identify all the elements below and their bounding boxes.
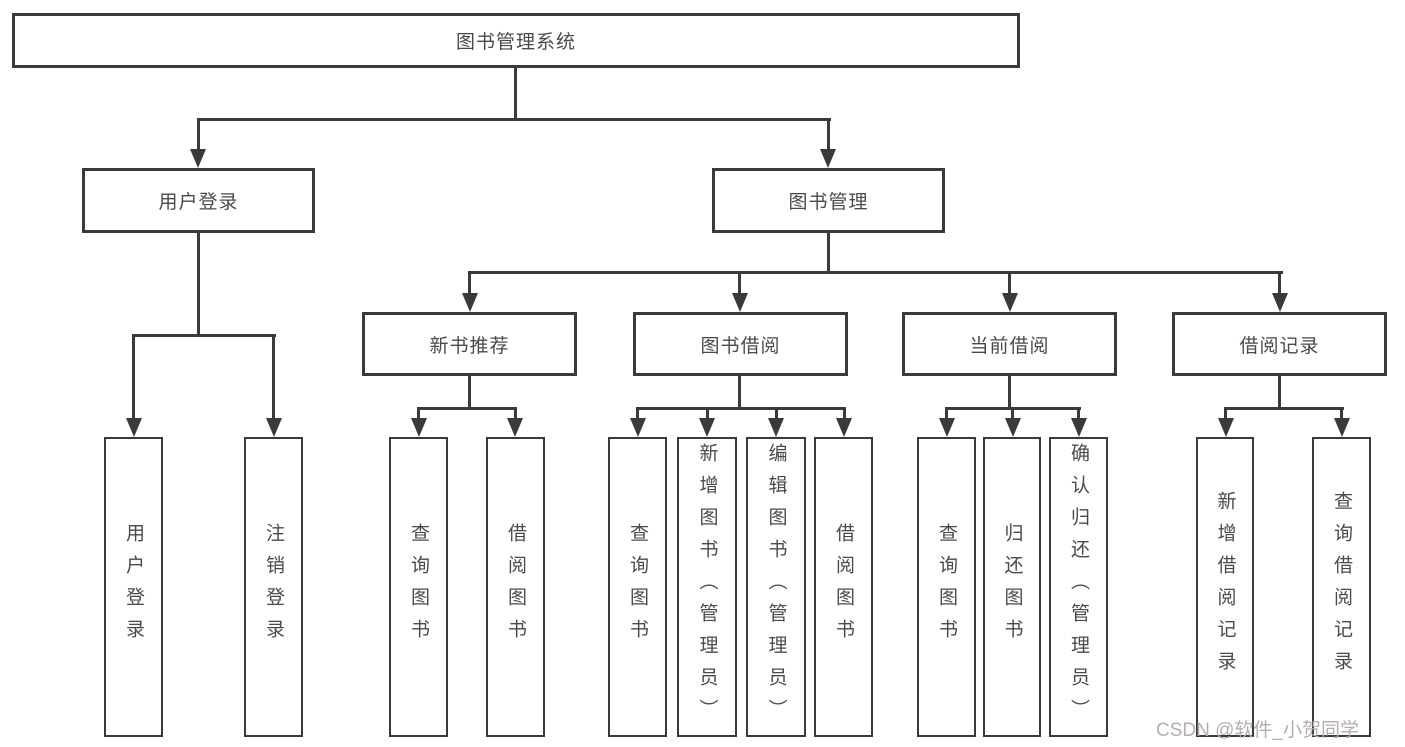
leaf-add-book-admin: 新增图书（管理员） bbox=[677, 437, 737, 737]
connector-to-leaf-confirm-return bbox=[1077, 407, 1080, 419]
arrow-down-leaf-edit-book bbox=[768, 418, 784, 437]
node-user-login-label: 用户登录 bbox=[158, 192, 239, 213]
arrow-down-book-borrow bbox=[732, 293, 748, 312]
leaf-logout: 注销登录 bbox=[244, 437, 303, 737]
connector-book-borrow-stem bbox=[738, 376, 741, 410]
connector-root-crossbar bbox=[197, 118, 831, 121]
arrow-down-leaf-borrow-books-2 bbox=[836, 418, 852, 437]
arrow-down-leaf-query-books-2 bbox=[630, 418, 646, 437]
leaf-confirm-return-admin: 确认归还（管理员） bbox=[1049, 437, 1108, 737]
node-current-borrow-label: 当前借阅 bbox=[969, 335, 1050, 357]
connector-to-leaf-borrow-books-2 bbox=[843, 407, 846, 419]
connector-to-leaf-query-books-2 bbox=[636, 407, 639, 419]
node-root: 图书管理系统 bbox=[12, 13, 1020, 68]
connector-user-login-stem bbox=[197, 233, 200, 337]
node-book-management: 图书管理 bbox=[712, 168, 945, 233]
leaf-add-borrow-record-label: 新增借阅记录 bbox=[1214, 491, 1236, 683]
leaf-add-book-admin-label: 新增图书（管理员） bbox=[696, 443, 718, 731]
connector-book-management-stem bbox=[827, 233, 830, 274]
node-new-book-recommend-label: 新书推荐 bbox=[429, 335, 510, 357]
connector-to-leaf-logout bbox=[272, 334, 275, 419]
connector-to-book-borrow bbox=[738, 271, 741, 295]
connector-borrow-records-crossbar bbox=[1224, 407, 1344, 410]
connector-to-leaf-user-login bbox=[132, 334, 135, 419]
arrow-down-book-management bbox=[820, 149, 836, 168]
connector-book-borrow-crossbar bbox=[636, 407, 846, 410]
connector-borrow-records-stem bbox=[1278, 376, 1281, 410]
leaf-confirm-return-admin-label: 确认归还（管理员） bbox=[1068, 443, 1089, 731]
leaf-borrow-books-2-label: 借阅图书 bbox=[833, 523, 854, 651]
connector-book-management-crossbar bbox=[469, 271, 1283, 274]
node-book-management-label: 图书管理 bbox=[788, 192, 869, 213]
leaf-query-books-1: 查询图书 bbox=[389, 437, 448, 737]
node-borrow-records-label: 借阅记录 bbox=[1239, 335, 1320, 357]
leaf-query-borrow-record: 查询借阅记录 bbox=[1312, 437, 1371, 737]
connector-to-leaf-query-books-1 bbox=[417, 407, 420, 419]
node-book-borrow: 图书借阅 bbox=[633, 312, 848, 376]
leaf-borrow-books-1-label: 借阅图书 bbox=[505, 523, 526, 651]
arrow-down-leaf-logout bbox=[266, 418, 282, 437]
connector-root-to-user-login bbox=[197, 118, 200, 151]
leaf-edit-book-admin: 编辑图书（管理员） bbox=[746, 437, 806, 737]
arrow-down-leaf-borrow-books-1 bbox=[507, 418, 523, 437]
leaf-borrow-books-2: 借阅图书 bbox=[814, 437, 873, 737]
leaf-query-books-2: 查询图书 bbox=[608, 437, 667, 737]
connector-to-leaf-add-borrow-record bbox=[1224, 407, 1227, 419]
node-user-login: 用户登录 bbox=[82, 168, 315, 233]
leaf-return-books: 归还图书 bbox=[983, 437, 1041, 737]
leaf-query-books-3: 查询图书 bbox=[917, 437, 976, 737]
arrow-down-borrow-records bbox=[1272, 293, 1288, 312]
arrow-down-new-book-recommend bbox=[462, 293, 478, 312]
connector-current-borrow-stem bbox=[1008, 376, 1011, 410]
leaf-borrow-books-1: 借阅图书 bbox=[486, 437, 545, 737]
arrow-down-leaf-query-borrow-record bbox=[1334, 418, 1350, 437]
connector-to-current-borrow bbox=[1008, 271, 1011, 295]
connector-to-new-book-recommend bbox=[468, 271, 471, 295]
connector-to-leaf-return-books bbox=[1011, 407, 1014, 419]
leaf-add-borrow-record: 新增借阅记录 bbox=[1196, 437, 1254, 737]
connector-new-book-crossbar bbox=[417, 407, 517, 410]
arrow-down-leaf-add-borrow-record bbox=[1218, 418, 1234, 437]
leaf-return-books-label: 归还图书 bbox=[1001, 523, 1023, 651]
arrow-down-current-borrow bbox=[1002, 293, 1018, 312]
node-book-borrow-label: 图书借阅 bbox=[700, 335, 781, 357]
arrow-down-leaf-query-books-3 bbox=[939, 418, 955, 437]
leaf-user-login: 用户登录 bbox=[104, 437, 163, 737]
connector-to-leaf-edit-book bbox=[775, 407, 778, 419]
leaf-edit-book-admin-label: 编辑图书（管理员） bbox=[765, 443, 787, 731]
connector-root-stem bbox=[514, 68, 517, 120]
arrow-down-user-login bbox=[190, 149, 206, 168]
arrow-down-leaf-user-login bbox=[126, 418, 142, 437]
leaf-user-login-label: 用户登录 bbox=[123, 523, 144, 651]
node-borrow-records: 借阅记录 bbox=[1172, 312, 1387, 376]
node-root-label: 图书管理系统 bbox=[455, 32, 576, 53]
connector-to-leaf-borrow-books-1 bbox=[514, 407, 517, 419]
arrow-down-leaf-confirm-return bbox=[1071, 418, 1087, 437]
arrow-down-leaf-query-books-1 bbox=[411, 418, 427, 437]
arrow-down-leaf-return-books bbox=[1005, 418, 1021, 437]
csdn-watermark: CSDN @软件_小贺同学 bbox=[1156, 720, 1359, 741]
connector-to-leaf-add-book bbox=[706, 407, 709, 419]
connector-new-book-stem bbox=[468, 376, 471, 410]
arrow-down-leaf-add-book bbox=[699, 418, 715, 437]
connector-to-borrow-records bbox=[1278, 271, 1281, 295]
connector-to-leaf-query-borrow-record bbox=[1340, 407, 1343, 419]
leaf-query-borrow-record-label: 查询借阅记录 bbox=[1331, 491, 1352, 683]
connector-user-login-crossbar bbox=[132, 334, 276, 337]
node-new-book-recommend: 新书推荐 bbox=[362, 312, 577, 376]
leaf-query-books-2-label: 查询图书 bbox=[627, 523, 648, 651]
node-current-borrow: 当前借阅 bbox=[902, 312, 1117, 376]
leaf-logout-label: 注销登录 bbox=[263, 523, 284, 651]
leaf-query-books-1-label: 查询图书 bbox=[408, 523, 429, 651]
connector-root-to-book-management bbox=[827, 118, 830, 151]
connector-to-leaf-query-books-3 bbox=[945, 407, 948, 419]
leaf-query-books-3-label: 查询图书 bbox=[936, 523, 957, 651]
